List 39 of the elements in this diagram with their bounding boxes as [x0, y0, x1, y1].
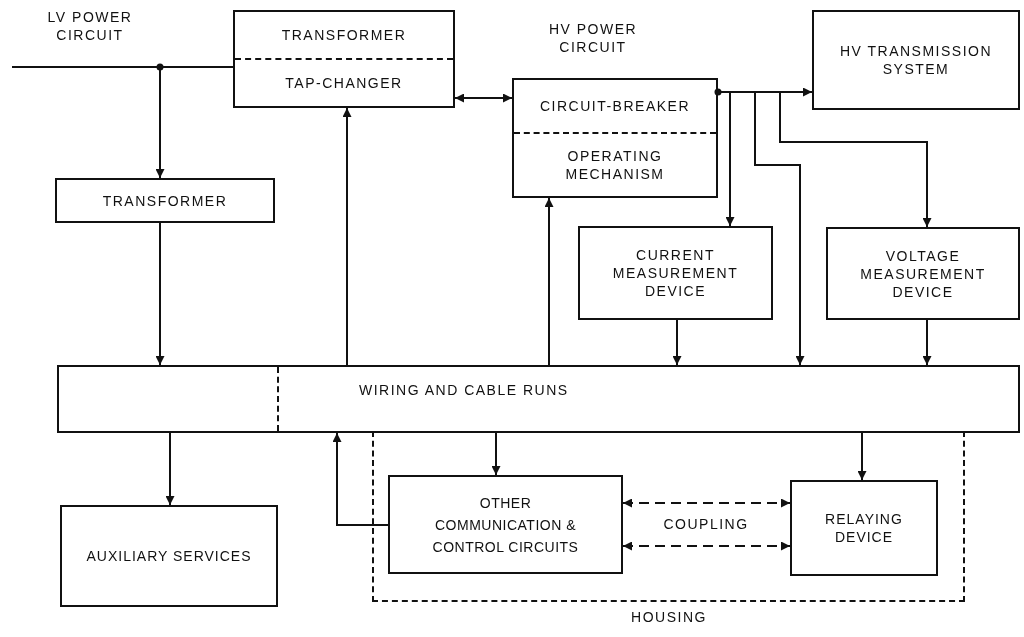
device-box — [826, 227, 1020, 320]
circuit-breaker-box — [512, 78, 718, 198]
box-label: HV TRANSMISSION SYSTEM — [838, 42, 994, 78]
box-label: RELAYING DEVICE — [824, 510, 904, 546]
power-line — [11, 66, 234, 68]
circuit-label: HV POWER CIRCUIT — [547, 20, 639, 56]
transformer-box — [233, 10, 455, 108]
transformer-box — [55, 178, 275, 223]
circuit-box — [388, 475, 623, 574]
arrow — [491, 432, 501, 476]
arrow — [857, 432, 867, 481]
box-label: OPERATING MECHANISM — [564, 147, 666, 184]
circuit-label: LV POWER CIRCUIT — [46, 8, 134, 44]
device-box — [578, 226, 773, 320]
box-label: VOLTAGE MEASUREMENT DEVICE — [859, 246, 987, 301]
arrow — [454, 93, 513, 103]
process-box — [60, 505, 278, 607]
box-label: CIRCUIT-BREAKER — [538, 97, 692, 116]
cable-runs-box — [57, 365, 1020, 433]
housing-label: HOUSING — [630, 608, 708, 626]
system-box — [812, 10, 1020, 110]
box-label: OTHER COMMUNICATION & CONTROL CIRCUITS — [431, 493, 580, 557]
box-label: TRANSFORMER — [280, 26, 408, 44]
arrow — [342, 107, 352, 366]
arrow — [922, 319, 932, 366]
box-label: WIRING AND CABLE RUNS — [359, 381, 569, 399]
arrow — [717, 91, 932, 228]
box-label: AUXILIARY SERVICES — [85, 547, 253, 565]
arrow — [672, 319, 682, 366]
dashed-arrow — [622, 498, 791, 508]
box-label: TRANSFORMER — [101, 191, 229, 210]
arrow — [155, 222, 165, 366]
arrow — [332, 432, 389, 526]
arrow — [165, 432, 175, 506]
box-label: CURRENT MEASUREMENT DEVICE — [611, 246, 740, 300]
dashed-arrow — [622, 541, 791, 551]
device-box — [790, 480, 938, 576]
arrow — [544, 197, 554, 366]
box-label: TAP-CHANGER — [284, 74, 404, 92]
